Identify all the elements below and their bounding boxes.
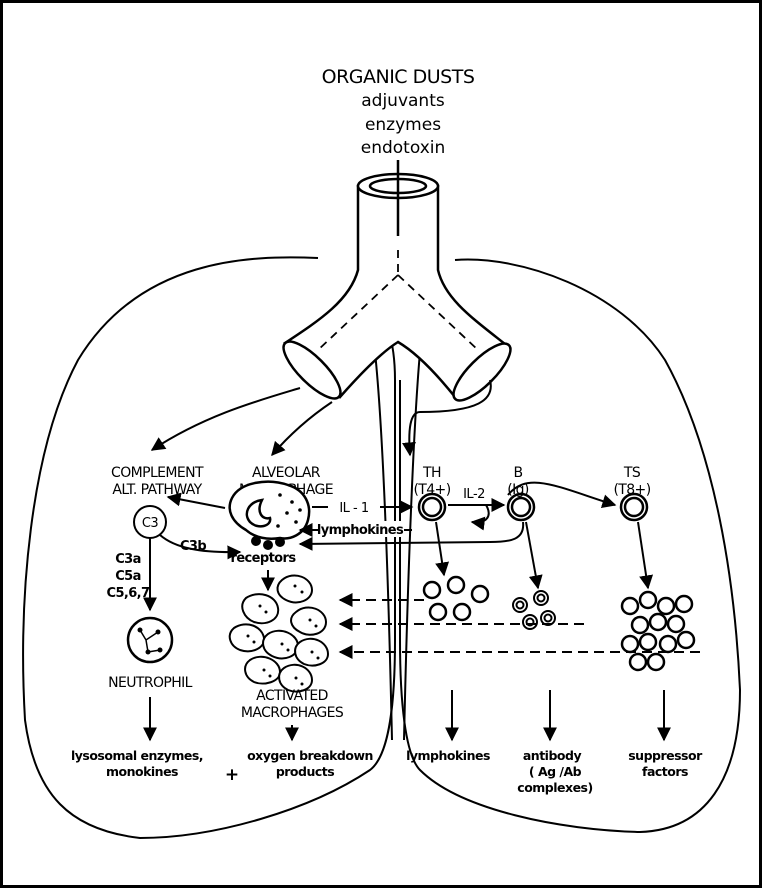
oxygen-breakdown-label: oxygen breakdown <box>247 748 373 763</box>
factors-label: factors <box>642 764 688 779</box>
c5a-label: C5a <box>115 569 141 584</box>
macrophage-to-c3-arrow <box>168 497 225 508</box>
lysosomal-enzymes-label: lysosomal enzymes, <box>71 748 203 763</box>
ts-subtype-label: (T8+) <box>613 482 650 498</box>
complexes-label: complexes) <box>517 780 592 795</box>
lymphokines-output-label: lymphokines <box>406 748 490 763</box>
c3a-label: C3a <box>115 552 141 567</box>
neutrophil-label: NEUTROPHIL <box>108 675 193 691</box>
b-cell <box>508 494 534 520</box>
alt-pathway-label: ALT. PATHWAY <box>112 482 202 498</box>
mediastinum-left <box>375 352 392 740</box>
th-label: TH <box>422 465 441 481</box>
th-cell <box>419 494 445 520</box>
neutrophil-cell <box>128 618 172 662</box>
c3-label: C3 <box>142 516 159 531</box>
activated-macrophages-cluster <box>230 575 328 691</box>
il2-loop-arrow <box>472 505 489 522</box>
complement-label: COMPLEMENT <box>111 465 204 481</box>
il1-label: IL - 1 <box>339 501 369 516</box>
output-arrows <box>150 690 664 740</box>
receptors-label: receptors <box>231 551 297 566</box>
mediastinum-right <box>404 352 420 740</box>
antibody-label: antibody <box>523 748 582 763</box>
adjuvants-label: adjuvants <box>361 91 445 111</box>
monokines-label: monokines <box>106 764 178 779</box>
organic-dusts-title: ORGANIC DUSTS <box>322 66 475 88</box>
th-subtype-label: (T4+) <box>413 482 450 498</box>
lymphokines-feedback-label: lymphokines <box>317 523 404 538</box>
endotoxin-label: endotoxin <box>361 138 446 158</box>
macrophages-label: MACROPHAGES <box>241 705 344 721</box>
activated-label: ACTIVATED <box>256 688 328 704</box>
plus-sign: + <box>225 765 239 785</box>
suppressor-label: suppressor <box>628 748 703 763</box>
enzymes-label: enzymes <box>365 115 441 135</box>
ts-cluster <box>622 592 694 670</box>
th-cluster <box>424 577 488 620</box>
alveolar-label: ALVEOLAR <box>252 465 321 481</box>
ts-cell <box>621 494 647 520</box>
ag-ab-label: ( Ag /Ab <box>529 764 582 779</box>
c567-label: C5,6,7 <box>107 586 151 601</box>
ts-label: TS <box>623 465 641 481</box>
b-label: B <box>513 465 522 481</box>
il2-label: IL-2 <box>463 487 485 502</box>
products-label: products <box>276 764 334 779</box>
alveolar-macrophage <box>230 482 309 550</box>
